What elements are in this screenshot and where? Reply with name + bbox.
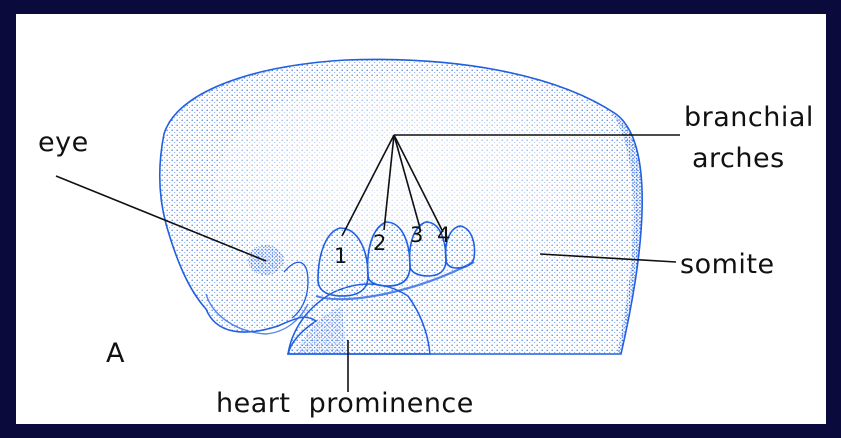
arch-number-4: 4 — [437, 225, 450, 246]
arch-number-1: 1 — [334, 246, 347, 267]
embryo-illustration — [16, 14, 826, 424]
arch-number-2: 2 — [373, 233, 386, 254]
branchial-label-line2: arches — [692, 145, 785, 172]
panel-letter-label: A — [106, 340, 125, 367]
embryo-diagram-panel: 1 2 3 4 eye branchial arches somite hear… — [16, 14, 826, 424]
somite-label: somite — [680, 251, 775, 278]
arch-number-3: 3 — [410, 225, 423, 246]
branchial-label-line1: branchial — [684, 104, 814, 131]
heart-prominence-label: heart prominence — [216, 390, 474, 417]
eye-label: eye — [38, 129, 89, 156]
